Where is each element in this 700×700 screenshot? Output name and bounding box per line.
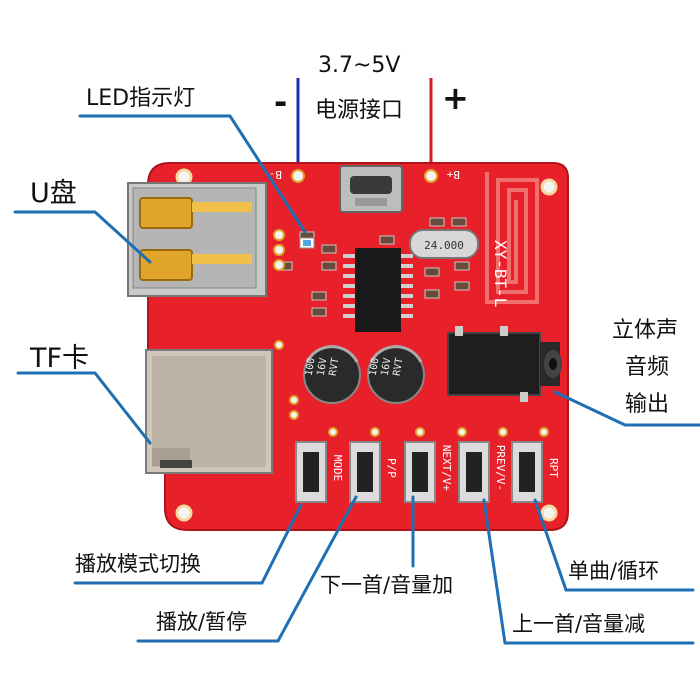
- stereo-line2: 音频: [625, 355, 670, 380]
- silk-mode: MODE: [331, 455, 344, 482]
- antenna-trace: [485, 172, 539, 304]
- plus-label: +: [442, 79, 469, 117]
- stereo-line1: 立体声: [612, 318, 679, 343]
- cap-left-text-3: RVT: [328, 357, 342, 377]
- micro-usb-port: [339, 165, 403, 213]
- crystal-oscillator: 24.000: [409, 229, 479, 259]
- prev-vol-down-label: 上一首/音量减: [512, 612, 646, 636]
- tf-card-slot: [145, 349, 273, 474]
- pad-minus: [291, 169, 305, 183]
- cap-left-text-2: 16V: [316, 357, 330, 377]
- button-repeat: [511, 441, 543, 503]
- pad-minus-text: B-: [269, 168, 282, 181]
- button-prev: [458, 441, 490, 503]
- button-play-pause: [349, 441, 381, 503]
- single-loop-label: 单曲/循环: [568, 559, 660, 583]
- usb-port: [127, 182, 267, 297]
- next-vol-up-label: 下一首/音量加: [320, 573, 454, 597]
- callout-lines: [13, 114, 700, 645]
- voltage-label: 3.7~5V: [318, 53, 401, 78]
- pad-row: [273, 229, 549, 437]
- silk-prev: PREV/V-: [494, 445, 507, 491]
- silk-rpt: RPT: [547, 458, 560, 478]
- power-port-label: 电源接口: [315, 98, 404, 123]
- usb-label: U盘: [30, 178, 77, 209]
- cap-right-text-2: 16V: [380, 357, 394, 377]
- button-next: [404, 441, 436, 503]
- stereo-line3: 输出: [625, 392, 670, 417]
- silk-pp: P/P: [385, 458, 398, 478]
- cap-right-text-1: 100: [368, 357, 382, 377]
- pad-plus: [424, 169, 438, 183]
- cap-right-text-3: RVT: [392, 357, 406, 377]
- capacitor-right: [367, 345, 425, 404]
- main-chip: [343, 248, 413, 332]
- cap-left-text-1: 100: [304, 357, 318, 377]
- play-pause-label: 播放/暂停: [156, 610, 248, 634]
- button-mode: [295, 441, 327, 503]
- mode-switch-label: 播放模式切换: [75, 552, 201, 576]
- minus-label: -: [274, 83, 288, 121]
- tf-label: TF卡: [30, 343, 90, 374]
- led-label: LED指示灯: [86, 86, 196, 111]
- board-name-text: XY-BT-L: [491, 240, 510, 307]
- mounting-holes: [175, 168, 558, 522]
- audio-jack: [447, 326, 562, 402]
- capacitor-left: [303, 345, 361, 404]
- crystal-text: 24.000: [424, 239, 464, 252]
- pad-plus-text: B+: [446, 168, 460, 181]
- led-indicator: [299, 237, 315, 249]
- silk-next: NEXT/V+: [440, 445, 453, 492]
